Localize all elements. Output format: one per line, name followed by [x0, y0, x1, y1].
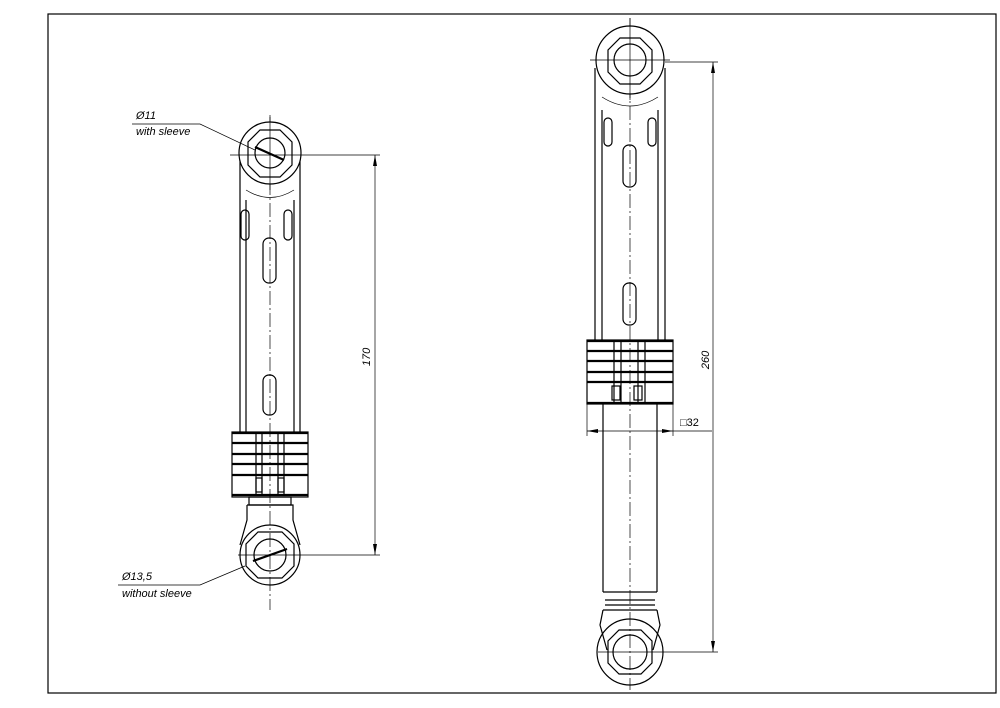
length-dimension: 170	[230, 154, 380, 556]
diameter-label: Ø11	[135, 110, 156, 122]
top-eye	[590, 18, 670, 100]
top-eye	[238, 117, 302, 190]
spring-guard	[586, 339, 674, 405]
eye-holder	[599, 609, 661, 651]
bottom-eye	[596, 618, 664, 686]
bottom-eye-callout: Ø13,5 without sleeve	[118, 565, 246, 600]
body-outline	[239, 160, 301, 432]
piston-rod	[602, 404, 658, 592]
dimension-label: 260	[700, 350, 712, 370]
diameter-label: Ø13,5	[121, 571, 153, 583]
eye-holder	[239, 504, 301, 546]
dimension-label: 170	[361, 347, 373, 366]
dimension-label: □32	[680, 417, 699, 429]
spring-guard	[231, 431, 309, 498]
width-dimension: □32	[586, 404, 712, 436]
slot	[622, 144, 637, 188]
slot	[262, 374, 277, 416]
drawing-frame	[47, 13, 997, 694]
length-dimension: 260	[662, 61, 718, 653]
top-eye-callout: Ø11 with sleeve	[132, 110, 256, 151]
note-label: without sleeve	[122, 588, 192, 600]
slot	[622, 282, 637, 326]
slot	[262, 237, 277, 284]
note-label: with sleeve	[136, 126, 190, 138]
body-outline	[594, 68, 666, 340]
shock-absorber-compressed-view: 170 Ø11 with sleeve Ø13,5 without sleeve	[118, 110, 380, 610]
shock-absorber-extended-view: 260 □32	[586, 18, 718, 690]
